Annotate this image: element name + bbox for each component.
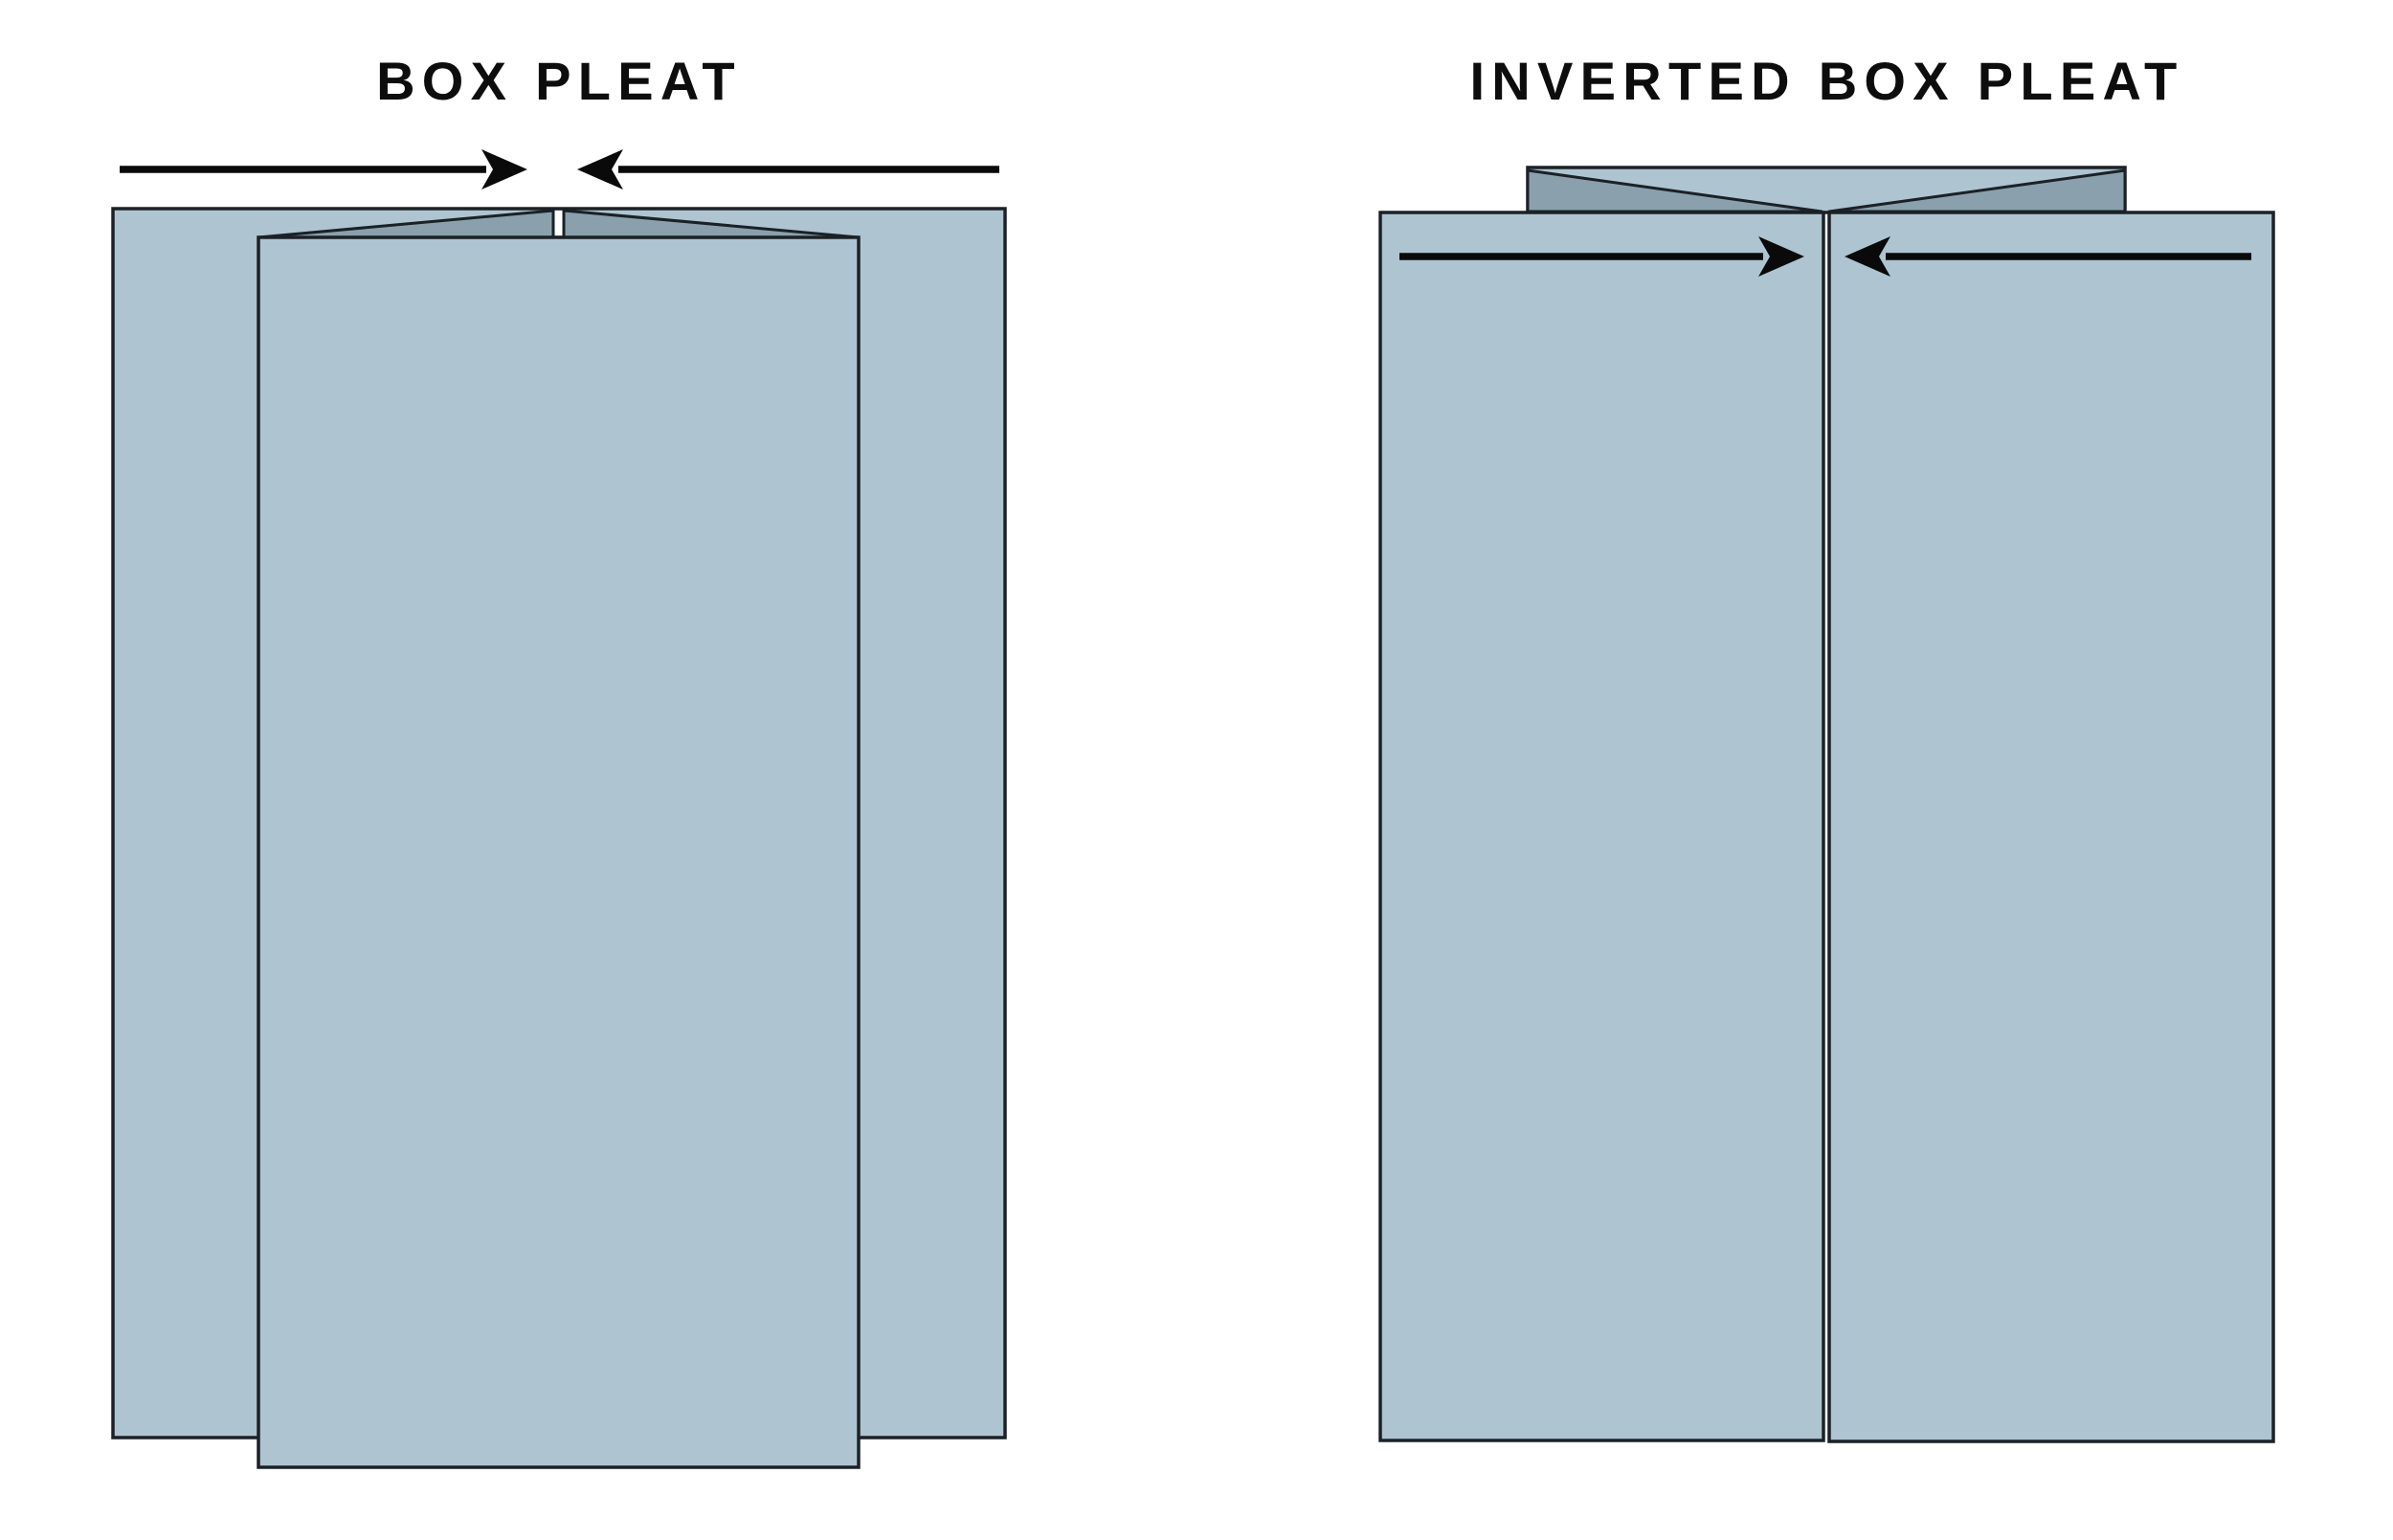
box-pleat-front-panel — [257, 235, 861, 1469]
arrow-left-icon — [577, 149, 999, 190]
inverted-pleat-left-panel — [1378, 211, 1825, 1442]
inverted-box-pleat-diagram — [1378, 166, 2275, 1443]
inverted-box-pleat-title: INVERTED BOX PLEAT — [1469, 51, 2184, 111]
box-pleat-diagram — [111, 149, 1007, 1469]
arrow-right-icon — [120, 149, 527, 190]
inverted-pleat-right-panel — [1827, 211, 2275, 1443]
arrow-right-icon — [1399, 236, 1804, 277]
arrow-left-icon — [1845, 236, 2251, 277]
box-pleat-title: BOX PLEAT — [376, 51, 742, 111]
